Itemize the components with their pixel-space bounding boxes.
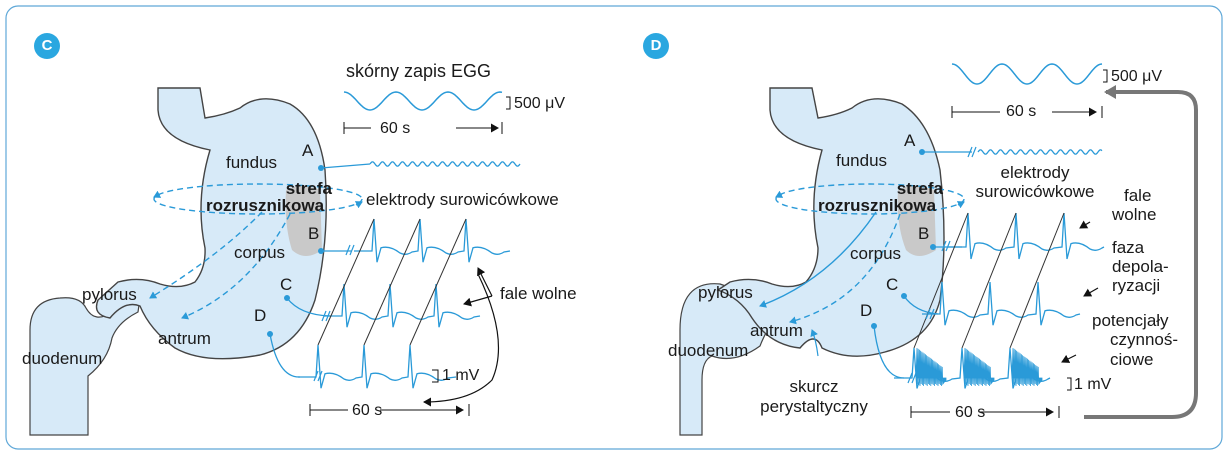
time-scale-label: 60 s [955, 405, 985, 421]
duodenum-label: duodenum [22, 350, 102, 367]
point-d-label: D [860, 302, 872, 319]
mv-scale-label: 1 mV [442, 368, 479, 384]
antrum-label: antrum [750, 322, 803, 339]
duodenum-label: duodenum [668, 342, 748, 359]
depolarization-label-2: depola- [1112, 258, 1169, 275]
egg-title: skórny zapis EGG [346, 62, 491, 80]
pacemaker-label: strefa [230, 180, 332, 197]
depolarization-label-3: ryzacji [1112, 277, 1160, 294]
antrum-label: antrum [158, 330, 211, 347]
point-c-label: C [886, 276, 898, 293]
pylorus-label: pylorus [82, 286, 137, 303]
pacemaker-label-2: rozrusznikowa [206, 197, 324, 214]
trace-c [922, 282, 1080, 325]
propagation-line [318, 219, 374, 345]
panel-c-badge: C [34, 33, 60, 59]
action-potential-burst [1012, 348, 1042, 386]
pylorus-label: pylorus [698, 284, 753, 301]
peristaltic-label-2: perystaltyczny [754, 398, 874, 415]
trace-b [354, 219, 510, 262]
egg-scale-label: 500 μV [514, 96, 565, 112]
fundus-label: fundus [226, 154, 277, 171]
trace-a [321, 164, 370, 168]
corpus-label: corpus [850, 245, 901, 262]
electrodes-label: elektrody [970, 164, 1100, 181]
fundus-label: fundus [836, 152, 887, 169]
action-potentials-label: potencjały [1092, 312, 1169, 329]
electrodes-label-2: surowicówkowe [966, 183, 1104, 200]
slow-waves-label: fale wolne [500, 285, 577, 302]
point-c-label: C [280, 276, 292, 293]
egg-time-label: 60 s [1006, 104, 1036, 120]
point-b-label: B [918, 225, 929, 242]
point-b-label: B [308, 225, 319, 242]
trace-b [948, 213, 1104, 259]
panel-d-badge: D [643, 33, 669, 59]
action-potentials-label-2: czynnoś- [1110, 331, 1178, 348]
point-a-label: A [302, 142, 313, 159]
egg-scale-label: 500 μV [1111, 69, 1162, 85]
depolarization-label: faza [1112, 239, 1144, 256]
egg-trace [952, 64, 1102, 84]
slow-waves-label: fale [1124, 187, 1151, 204]
action-potential-burst [916, 348, 946, 386]
trace-c [324, 284, 480, 327]
egg-trace [344, 92, 502, 110]
corpus-label: corpus [234, 244, 285, 261]
propagation-line [1010, 213, 1064, 348]
mv-scale-label: 1 mV [1074, 377, 1111, 393]
slow-waves-label-2: wolne [1112, 206, 1156, 223]
action-potential-burst [964, 348, 994, 386]
electrodes-label: elektrody surowicówkowe [366, 191, 559, 208]
pacemaker-label-2: rozrusznikowa [818, 197, 936, 214]
pacemaker-label: strefa [840, 180, 943, 197]
point-d-label: D [254, 307, 266, 324]
action-potentials-label-3: ciowe [1110, 351, 1153, 368]
egg-time-label: 60 s [380, 121, 410, 137]
propagation-line [962, 213, 1016, 348]
time-scale-label: 60 s [352, 403, 382, 419]
peristaltic-label: skurcz [764, 378, 864, 395]
point-a-label: A [904, 132, 915, 149]
